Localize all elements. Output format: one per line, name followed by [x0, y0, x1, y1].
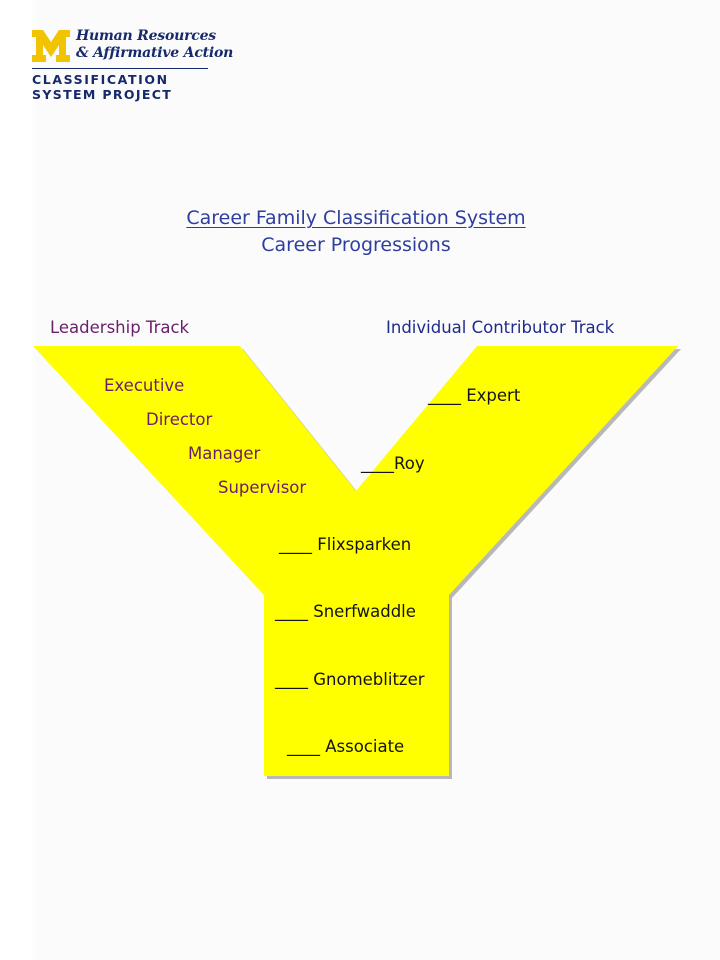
y-shape — [33, 346, 678, 776]
level-expert: ____ Expert — [428, 386, 521, 405]
page-subtitle: Career Progressions — [261, 234, 451, 256]
level-snerfwaddle: ____ Snerfwaddle — [275, 602, 416, 621]
logo-text-line-2: & Affirmative Action — [76, 45, 234, 61]
level-supervisor: Supervisor — [218, 478, 307, 497]
individual-contributor-track-heading: Individual Contributor Track — [386, 318, 615, 337]
level-manager: Manager — [188, 444, 261, 463]
level-gnomeblitzer: ____ Gnomeblitzer — [275, 670, 425, 689]
level-flixsparken: ____ Flixsparken — [279, 535, 412, 554]
page-title: Career Family Classification System — [186, 207, 526, 229]
university-m-logo — [32, 30, 70, 62]
level-associate: ____ Associate — [287, 737, 405, 756]
logo-project-line-2: SYSTEM PROJECT — [32, 87, 173, 102]
logo-project-line-1: CLASSIFICATION — [32, 72, 169, 87]
logo: Human Resources & Affirmative Action CLA… — [30, 28, 233, 108]
logo-text-line-1: Human Resources — [76, 28, 216, 44]
leadership-track-heading: Leadership Track — [50, 318, 190, 337]
logo-divider — [32, 68, 208, 69]
level-executive: Executive — [104, 376, 185, 395]
level-director: Director — [146, 410, 213, 429]
level-roy: ____Roy — [361, 454, 425, 473]
